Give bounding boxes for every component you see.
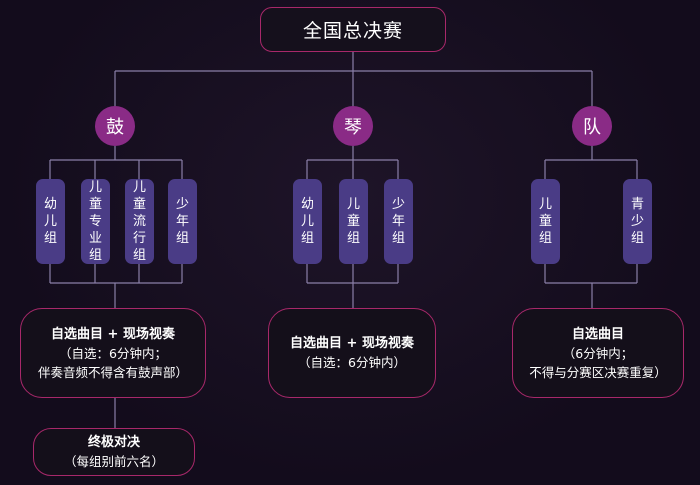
rule-line: 伴奏音频不得含有鼓声部） [37, 364, 188, 380]
category-piano: 琴 [333, 106, 373, 146]
category-band: 队 [572, 106, 612, 146]
division-drum-teen: 少年组 [168, 179, 197, 264]
division-drum-child-pro: 儿童专业组 [81, 179, 110, 264]
root-node-finals: 全国总决赛 [260, 7, 446, 52]
rule-line: （自选：6分钟内； [59, 345, 167, 361]
rule-box-band: 自选曲目 （6分钟内； 不得与分赛区决赛重复） [512, 308, 684, 398]
division-drum-child-pop: 儿童流行组 [125, 179, 154, 264]
division-piano-preschool: 幼儿组 [293, 179, 322, 264]
division-drum-preschool: 幼儿组 [36, 179, 65, 264]
rule-title: 自选曲目 + 现场视奏 [51, 326, 175, 342]
rule-box-piano: 自选曲目 + 现场视奏 （自选：6分钟内） [268, 308, 436, 398]
rule-line: （自选：6分钟内） [298, 355, 406, 370]
final-title: 终极对决 [87, 435, 140, 450]
rule-title: 自选曲目 [571, 326, 624, 342]
final-line: （每组别前六名） [63, 454, 164, 469]
rule-line: （6分钟内； [562, 345, 634, 361]
division-piano-teen: 少年组 [384, 179, 413, 264]
division-piano-child: 儿童组 [339, 179, 368, 264]
division-band-youth: 青少组 [623, 179, 652, 264]
rule-box-drum: 自选曲目 + 现场视奏 （自选：6分钟内； 伴奏音频不得含有鼓声部） [20, 308, 206, 398]
rule-line: 不得与分赛区决赛重复） [529, 364, 667, 380]
rule-title: 自选曲目 + 现场视奏 [290, 336, 414, 351]
category-drum: 鼓 [95, 106, 135, 146]
final-box-drum: 终极对决 （每组别前六名） [33, 428, 195, 476]
division-band-child: 儿童组 [531, 179, 560, 264]
